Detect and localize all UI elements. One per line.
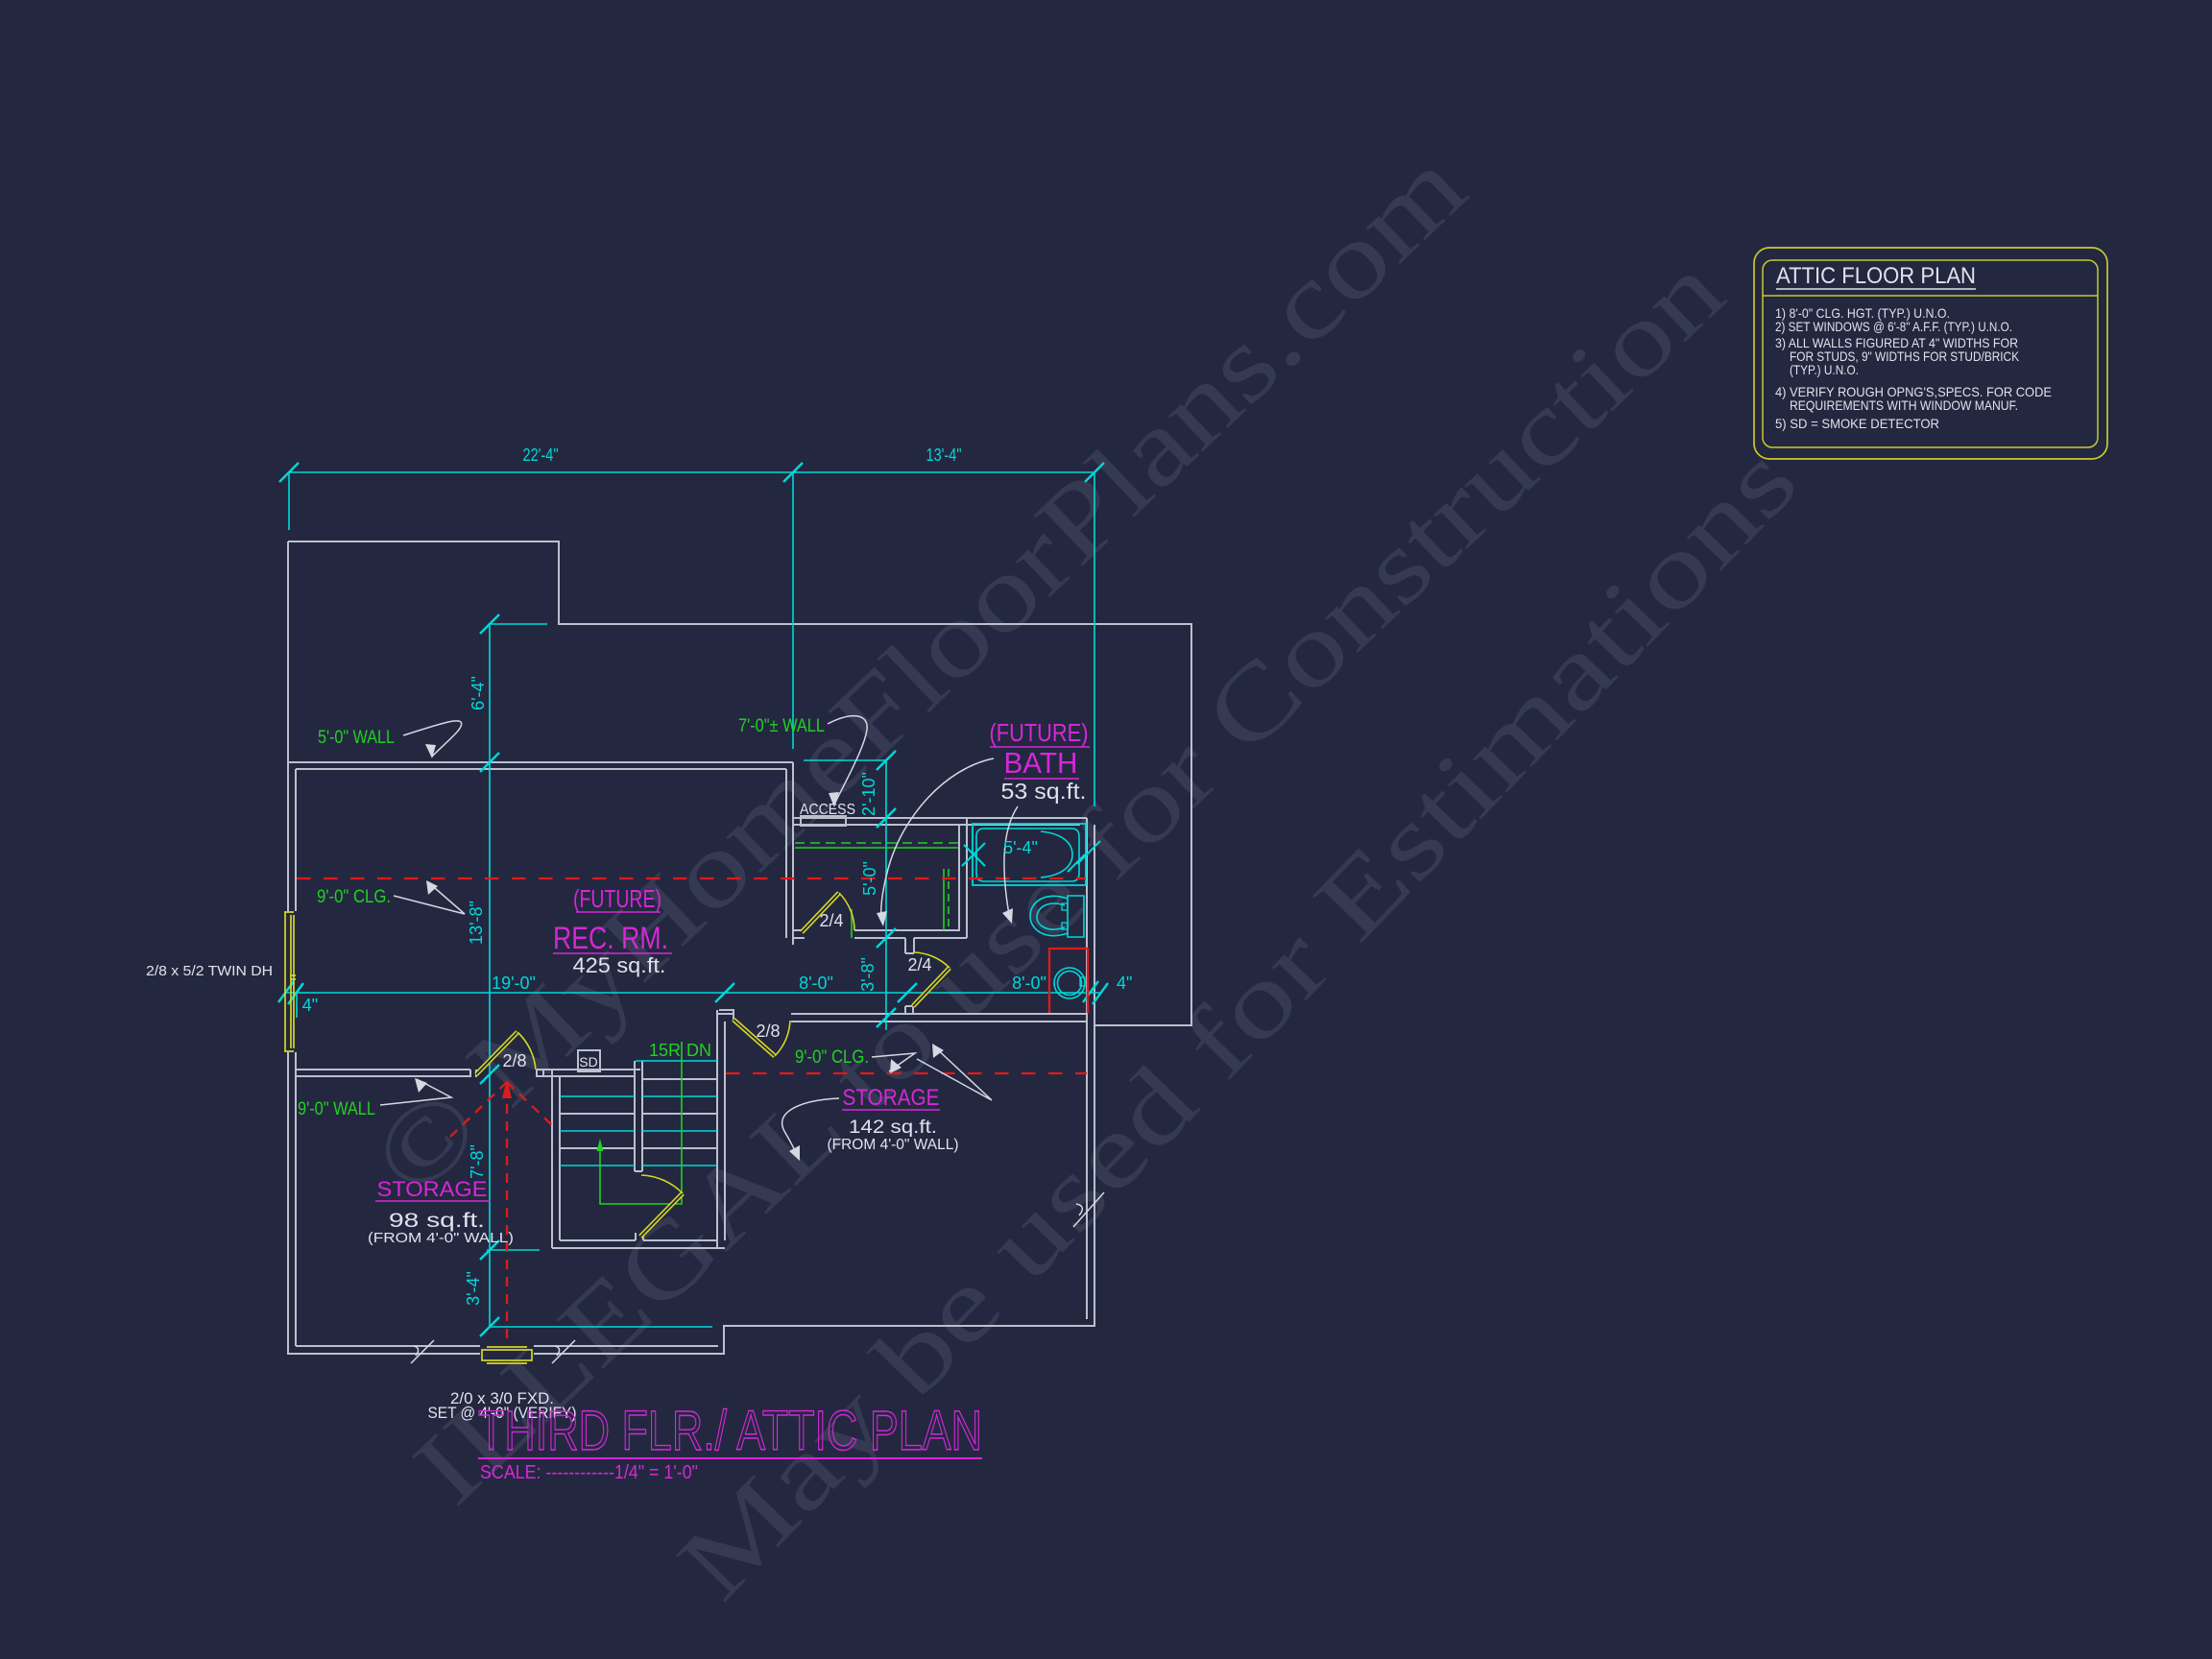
svg-text:13'-4": 13'-4" bbox=[926, 445, 962, 465]
svg-text:5'-4": 5'-4" bbox=[1003, 838, 1038, 857]
svg-text:2/8: 2/8 bbox=[502, 1051, 526, 1070]
svg-text:STORAGE: STORAGE bbox=[843, 1085, 940, 1111]
svg-text:8'-0": 8'-0" bbox=[799, 974, 833, 993]
svg-text:2/8: 2/8 bbox=[756, 1022, 780, 1041]
svg-text:1) 8'-0" CLG. HGT. (TYP.) U.N: 1) 8'-0" CLG. HGT. (TYP.) U.N.O. bbox=[1775, 305, 1950, 321]
svg-text:15R: 15R bbox=[649, 1041, 681, 1060]
svg-text:6'-4": 6'-4" bbox=[469, 676, 488, 710]
svg-text:SET @ 4'-0" (VERIFY): SET @ 4'-0" (VERIFY) bbox=[428, 1404, 577, 1422]
svg-text:5'-0": 5'-0" bbox=[860, 861, 879, 896]
svg-text:REQUIREMENTS WITH WINDOW MANUF: REQUIREMENTS WITH WINDOW MANUF. bbox=[1790, 397, 2018, 413]
svg-text:THIRD FLR./ ATTIC PLAN: THIRD FLR./ ATTIC PLAN bbox=[478, 1400, 982, 1462]
svg-text:DN: DN bbox=[686, 1041, 711, 1060]
svg-text:REC. RM.: REC. RM. bbox=[553, 921, 668, 955]
svg-text:(FROM 4'-0" WALL): (FROM 4'-0" WALL) bbox=[828, 1137, 959, 1153]
svg-text:13'-8": 13'-8" bbox=[467, 901, 486, 945]
svg-text:9'-0" WALL: 9'-0" WALL bbox=[298, 1099, 375, 1119]
svg-text:3'-4": 3'-4" bbox=[464, 1271, 483, 1306]
svg-text:98 sq.ft.: 98 sq.ft. bbox=[389, 1210, 485, 1232]
svg-text:4) VERIFY ROUGH OPNG'S,SPECS.: 4) VERIFY ROUGH OPNG'S,SPECS. FOR CODE bbox=[1775, 384, 2052, 399]
svg-text:9'-0" CLG.: 9'-0" CLG. bbox=[317, 887, 391, 907]
svg-text:7'-8": 7'-8" bbox=[468, 1144, 487, 1179]
svg-text:7'-0"± WALL: 7'-0"± WALL bbox=[738, 716, 825, 736]
svg-text:4": 4" bbox=[1117, 974, 1132, 993]
svg-text:2/0 x 3/0 FXD.: 2/0 x 3/0 FXD. bbox=[450, 1389, 554, 1407]
svg-text:FOR STUDS, 9" WIDTHS FOR STUD/: FOR STUDS, 9" WIDTHS FOR STUD/BRICK bbox=[1790, 349, 2020, 364]
svg-text:3'-8": 3'-8" bbox=[858, 957, 878, 992]
svg-text:(TYP.) U.N.O.: (TYP.) U.N.O. bbox=[1790, 362, 1859, 377]
svg-text:ATTIC FLOOR PLAN: ATTIC FLOOR PLAN bbox=[1776, 263, 1976, 289]
svg-text:BATH: BATH bbox=[1004, 746, 1078, 780]
svg-text:142 sq.ft.: 142 sq.ft. bbox=[849, 1118, 937, 1138]
svg-text:SD: SD bbox=[579, 1054, 597, 1070]
svg-text:2/4: 2/4 bbox=[907, 955, 931, 974]
svg-text:4": 4" bbox=[302, 996, 318, 1015]
svg-text:2) SET WINDOWS @ 6'-8" A.F.F.: 2) SET WINDOWS @ 6'-8" A.F.F. (TYP.) U.N… bbox=[1775, 319, 2012, 334]
svg-text:SCALE: ------------1/4" = 1'-0: SCALE: ------------1/4" = 1'-0" bbox=[480, 1462, 698, 1483]
svg-text:ACCESS: ACCESS bbox=[800, 802, 855, 818]
svg-text:2/8 x 5/2 TWIN DH: 2/8 x 5/2 TWIN DH bbox=[146, 963, 273, 979]
svg-text:2/4: 2/4 bbox=[819, 911, 843, 930]
svg-text:22'-4": 22'-4" bbox=[523, 445, 559, 465]
svg-text:2'-10": 2'-10" bbox=[859, 772, 878, 816]
svg-text:53 sq.ft.: 53 sq.ft. bbox=[1001, 779, 1087, 804]
svg-text:(FROM 4'-0" WALL): (FROM 4'-0" WALL) bbox=[368, 1230, 514, 1246]
svg-text:9'-0" CLG.: 9'-0" CLG. bbox=[795, 1047, 869, 1068]
svg-text:5'-0" WALL: 5'-0" WALL bbox=[318, 728, 395, 748]
svg-text:5) SD = SMOKE DETECTOR: 5) SD = SMOKE DETECTOR bbox=[1775, 416, 1939, 431]
svg-text:19'-0": 19'-0" bbox=[492, 974, 536, 993]
svg-text:(FUTURE): (FUTURE) bbox=[990, 718, 1089, 747]
svg-text:8'-0": 8'-0" bbox=[1012, 974, 1046, 993]
svg-text:(FUTURE): (FUTURE) bbox=[573, 884, 661, 913]
svg-text:425 sq.ft.: 425 sq.ft. bbox=[573, 953, 666, 977]
svg-text:STORAGE: STORAGE bbox=[377, 1177, 488, 1201]
svg-text:3) ALL WALLS FIGURED AT 4" WID: 3) ALL WALLS FIGURED AT 4" WIDTHS FOR bbox=[1775, 335, 2018, 350]
